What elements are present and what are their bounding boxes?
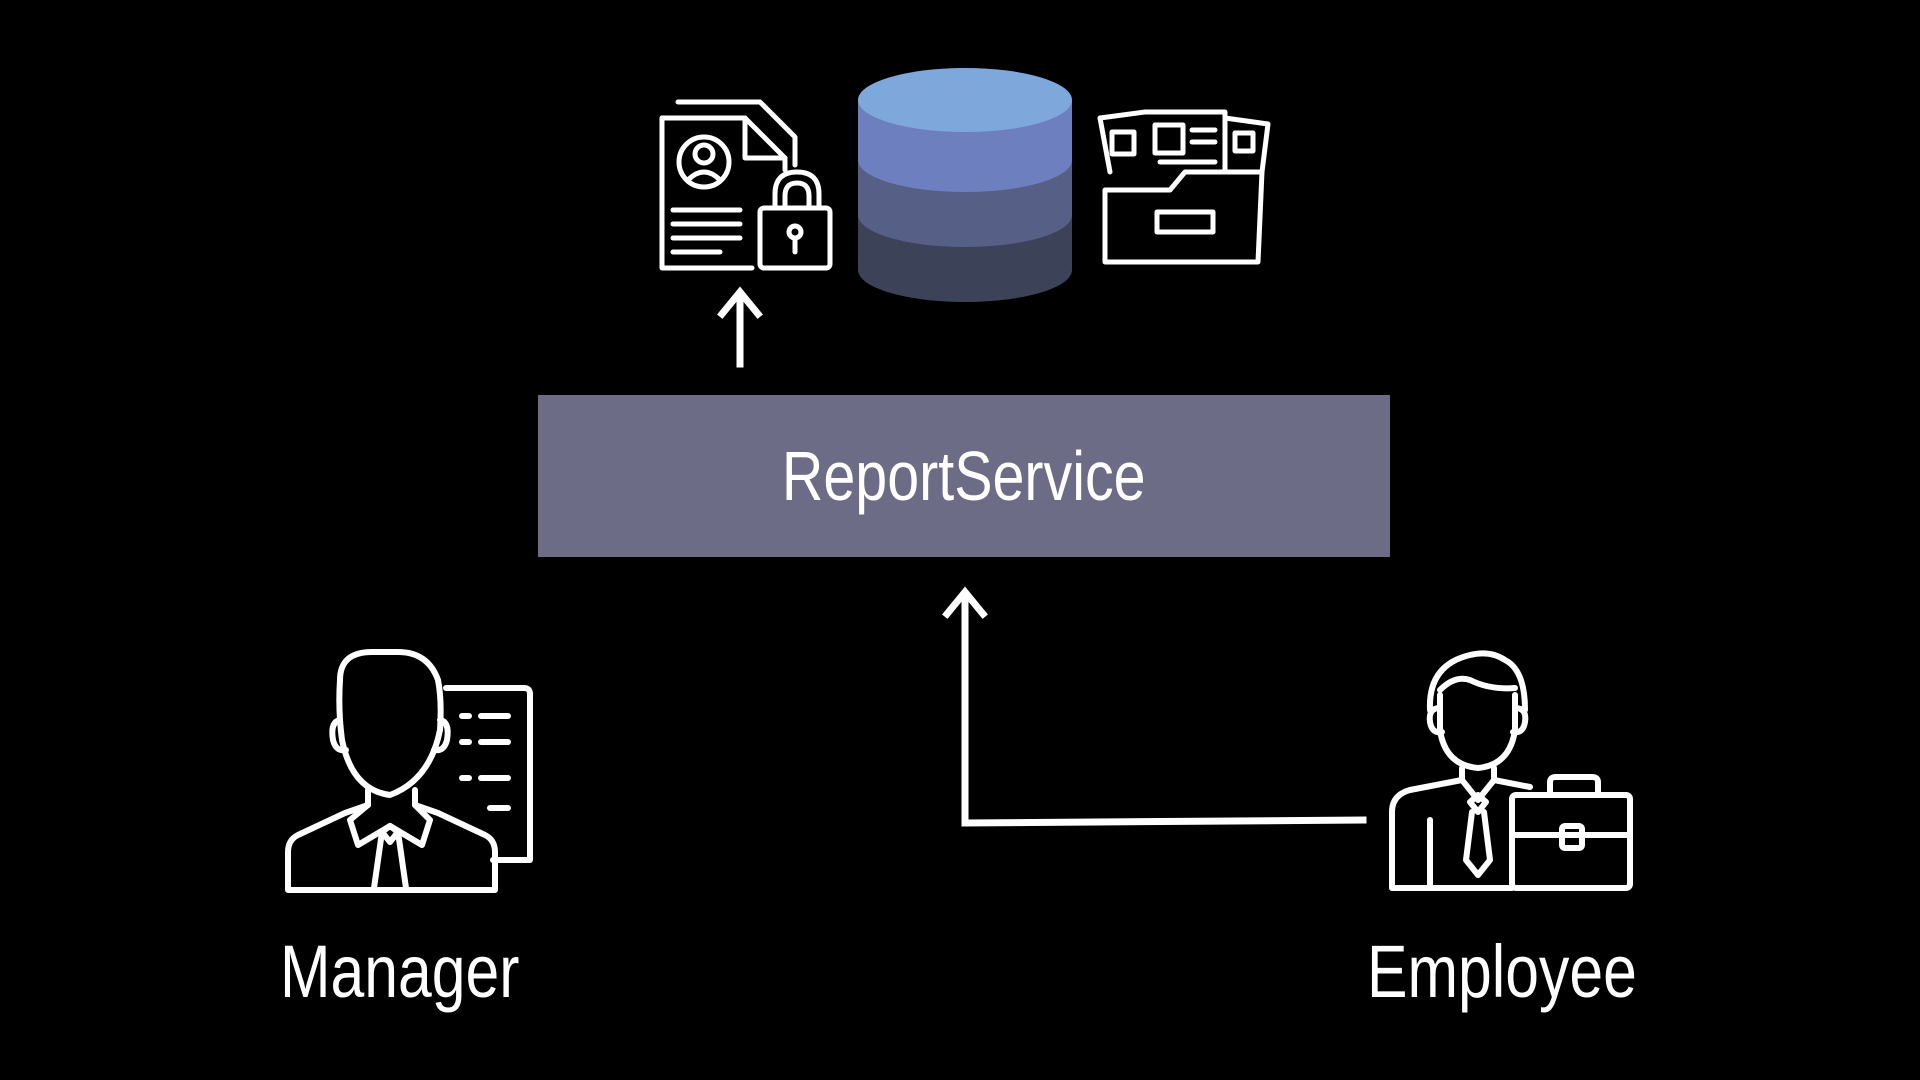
manager-icon (285, 649, 533, 893)
arrow-service-to-document (717, 286, 763, 368)
database-icon (858, 68, 1072, 302)
report-service-label: ReportService (782, 437, 1146, 515)
report-service-box: ReportService (538, 395, 1390, 557)
employee-label: Employee (1367, 930, 1637, 1013)
arrow-employee-to-service (942, 586, 1367, 827)
secure-document-icon (659, 99, 833, 271)
file-folder-icon (1097, 109, 1271, 265)
employee-icon (1389, 650, 1633, 891)
manager-label: Manager (280, 930, 520, 1013)
